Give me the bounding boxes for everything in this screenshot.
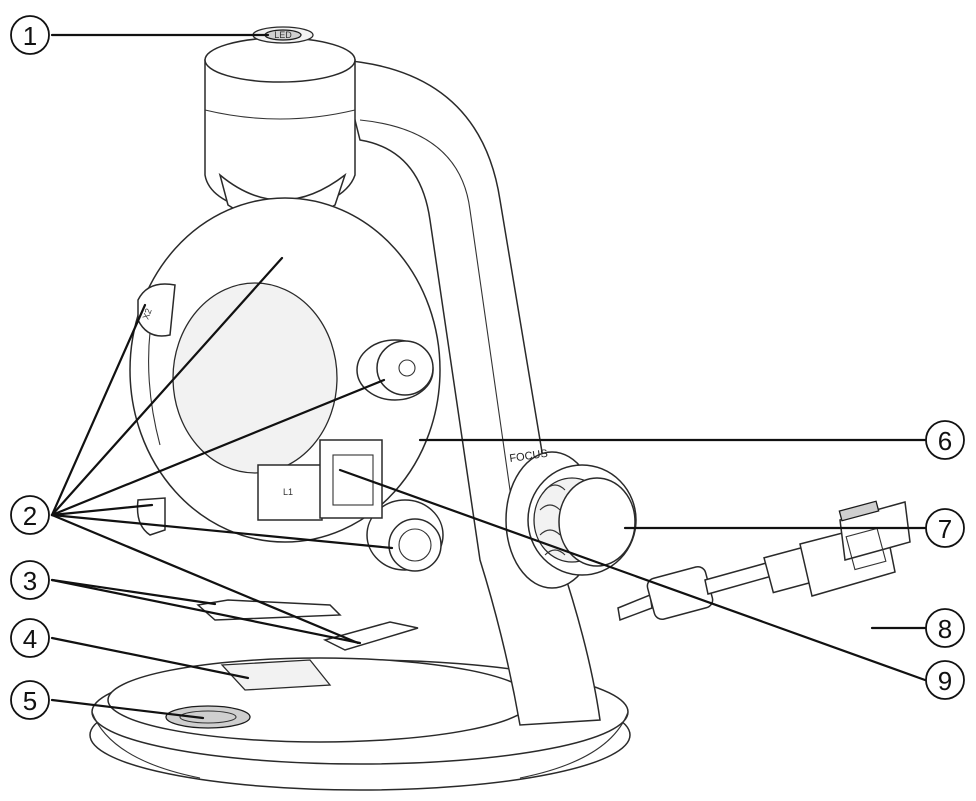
focus-label: FOCUS: [509, 448, 549, 465]
callout-2: 2: [10, 495, 50, 535]
usb-cable: [617, 500, 911, 622]
callout-7-label: 7: [938, 514, 952, 544]
lens-turret: X2 L1: [129, 197, 444, 572]
callout-1: 1: [10, 15, 50, 55]
callout-3: 3: [10, 560, 50, 600]
callout-3-label: 3: [23, 566, 37, 596]
svg-text:L1: L1: [283, 487, 293, 497]
callout-8-label: 8: [938, 614, 952, 644]
callout-1-label: 1: [23, 21, 37, 51]
callout-4-label: 4: [23, 624, 37, 654]
leader-lines: [50, 33, 927, 720]
callout-9-label: 9: [938, 666, 952, 696]
callout-9: 9: [925, 660, 965, 700]
callout-2-label: 2: [23, 501, 37, 531]
svg-text:X2: X2: [141, 307, 154, 321]
callout-5-label: 5: [23, 686, 37, 716]
led-label: LED: [274, 30, 292, 40]
callout-4: 4: [10, 618, 50, 658]
callout-5: 5: [10, 680, 50, 720]
led-button: LED: [264, 29, 302, 41]
base: [89, 657, 631, 791]
camera-head: [204, 26, 356, 224]
focus-knob: FOCUS: [505, 448, 637, 589]
specimen-disk: [165, 705, 251, 729]
callout-8: 8: [925, 608, 965, 648]
callout-6: 6: [925, 420, 965, 460]
callout-7: 7: [925, 508, 965, 548]
stage: [196, 599, 419, 691]
callout-6-label: 6: [938, 426, 952, 456]
